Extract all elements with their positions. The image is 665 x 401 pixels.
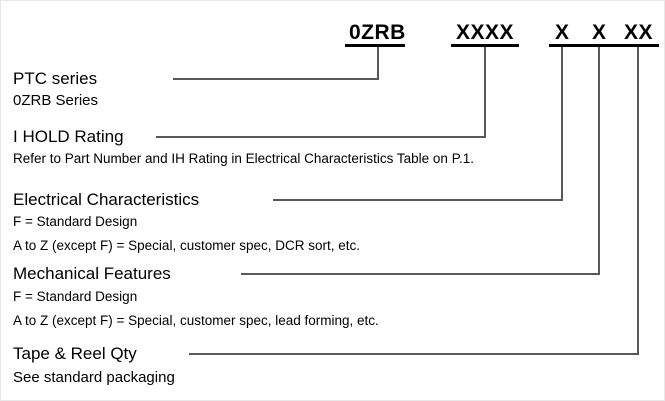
section-line-electrical-characteristics-0: F = Standard Design: [13, 214, 138, 229]
section-line-mechanical-features-0: F = Standard Design: [13, 289, 138, 304]
leader-drop-mechanical-features: [598, 47, 600, 273]
code-segment-mechanical: X: [592, 21, 607, 44]
section-line-tape-reel-qty-0: See standard packaging: [13, 369, 175, 386]
code-underline-options: [549, 44, 659, 47]
leader-line-ptc-series: [173, 78, 379, 80]
leader-drop-electrical-characteristics: [561, 47, 563, 199]
leader-line-mechanical-features: [241, 273, 600, 275]
leader-drop-tape-reel-qty: [637, 47, 639, 353]
code-underline-series: [345, 44, 405, 47]
code-segment-series: 0ZRB: [349, 21, 406, 44]
section-line-ptc-series-0: 0ZRB Series: [13, 92, 99, 109]
code-segment-packaging: XX: [624, 21, 654, 44]
leader-drop-ihold-rating: [484, 47, 486, 136]
code-segment-electrical: X: [555, 21, 570, 44]
section-line-electrical-characteristics-1: A to Z (except F) = Special, customer sp…: [13, 238, 360, 253]
section-heading-ihold-rating: I HOLD Rating: [13, 127, 124, 146]
leader-line-tape-reel-qty: [189, 353, 639, 355]
leader-line-ihold-rating: [156, 136, 486, 138]
section-line-ihold-rating-0: Refer to Part Number and IH Rating in El…: [13, 151, 474, 166]
leader-line-electrical-characteristics: [273, 199, 563, 201]
section-line-mechanical-features-1: A to Z (except F) = Special, customer sp…: [13, 313, 379, 328]
section-heading-electrical-characteristics: Electrical Characteristics: [13, 190, 200, 209]
leader-drop-ptc-series: [377, 47, 379, 78]
section-heading-ptc-series: PTC series: [13, 69, 98, 88]
section-heading-tape-reel-qty: Tape & Reel Qty: [13, 344, 137, 363]
code-segment-ihold: XXXX: [456, 21, 515, 44]
section-heading-mechanical-features: Mechanical Features: [13, 264, 171, 283]
code-underline-ihold: [451, 44, 519, 47]
